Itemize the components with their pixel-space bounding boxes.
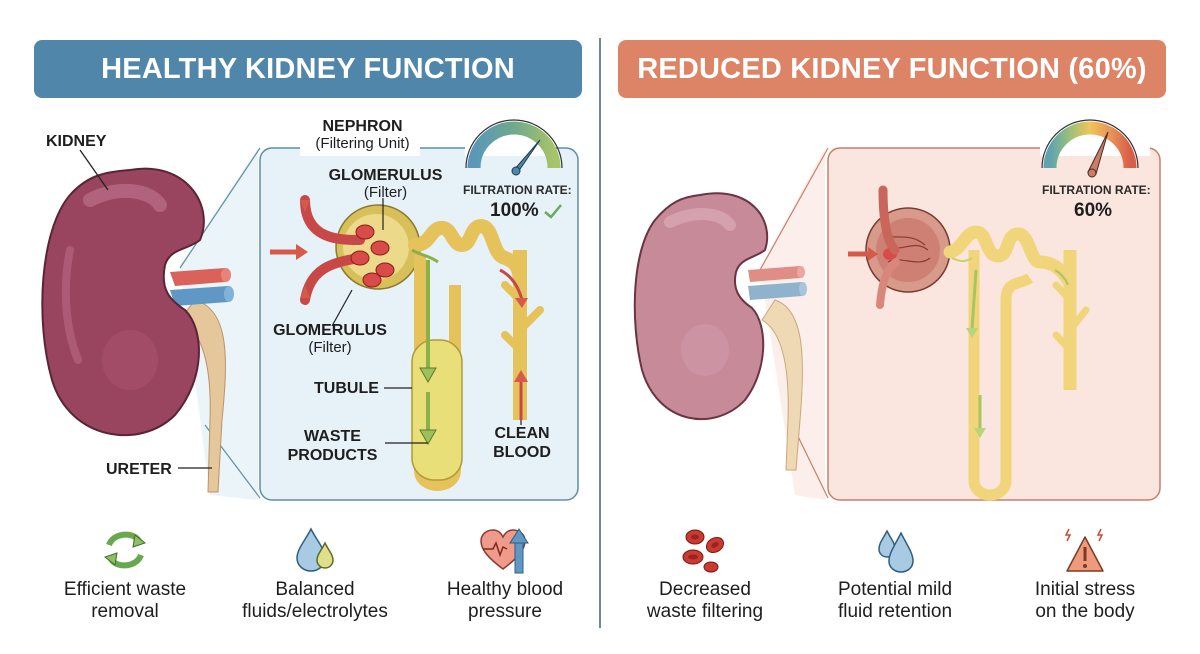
effect-line2: on the body [1035, 601, 1135, 622]
reduced-title-banner: REDUCED KIDNEY FUNCTION (60%) [618, 40, 1166, 98]
glomerulus-bottom-label: GLOMERULUS [273, 322, 387, 339]
recycle-arrows-icon [103, 531, 147, 569]
reduced-filtration-rate-value: 60% [1074, 200, 1113, 221]
healthy-kidney-illustration [41, 119, 579, 501]
benefit-item: Healthy blood pressure [415, 525, 595, 623]
effect-item: Decreased waste filtering [615, 525, 795, 623]
benefit-line1: Balanced [275, 579, 355, 600]
clean-blood-label-line2: BLOOD [493, 444, 551, 461]
effect-line1: Initial stress [1034, 579, 1136, 600]
healthy-title: HEALTHY KIDNEY FUNCTION [101, 52, 515, 85]
benefit-line2: removal [91, 601, 159, 622]
healthy-title-banner: HEALTHY KIDNEY FUNCTION [34, 40, 582, 98]
benefit-line1: Efficient waste [63, 579, 187, 600]
benefit-item: Efficient waste removal [35, 525, 215, 623]
nephron-sublabel: (Filtering Unit) [315, 135, 410, 152]
effect-line1: Decreased [659, 579, 751, 600]
heart-pressure-up-icon [480, 528, 529, 574]
effect-item: Potential mild fluid retention [805, 525, 985, 623]
tubule-label: TUBULE [314, 380, 379, 397]
panel-divider [599, 38, 601, 628]
effect-item: Initial stress on the body [995, 525, 1175, 623]
water-drops-icon [878, 529, 914, 573]
waste-products-label-line1: WASTE [304, 428, 361, 445]
benefit-line2: pressure [468, 601, 542, 622]
reduced-effects: Decreased waste filtering Potential mild… [615, 525, 1175, 623]
benefit-line2: fluids/electrolytes [242, 601, 388, 622]
checkmark-icon [543, 204, 562, 219]
warning-triangle-icon [1064, 528, 1104, 572]
effect-line2: fluid retention [837, 601, 953, 622]
glomerulus-bottom-sublabel: (Filter) [308, 339, 352, 356]
reduced-filtration-rate-label: FILTRATION RATE: [1042, 183, 1151, 197]
effect-line2: waste filtering [646, 601, 764, 622]
reduced-kidney-illustration [633, 119, 1161, 501]
red-blood-cells-icon [682, 529, 725, 573]
healthy-panel: HEALTHY KIDNEY FUNCTION [34, 40, 595, 623]
healthy-benefits: Efficient waste removal Balanced fluids/… [35, 525, 595, 623]
ureter-label: URETER [106, 461, 172, 478]
reduced-panel: REDUCED KIDNEY FUNCTION (60%) [600, 0, 1200, 654]
nephron-label: NEPHRON [322, 118, 403, 135]
glomerulus-top-label: GLOMERULUS [328, 167, 443, 184]
water-drops-icon [296, 527, 334, 572]
healthy-filtration-rate: 100% [490, 200, 563, 222]
reduced-title: REDUCED KIDNEY FUNCTION (60%) [637, 52, 1147, 85]
healthy-filtration-rate-label: FILTRATION RATE: [463, 183, 572, 197]
benefit-item: Balanced fluids/electrolytes [225, 525, 405, 623]
healthy-filtration-rate-value: 100% [490, 200, 539, 221]
glomerulus-top-sublabel: (Filter) [363, 184, 408, 201]
kidney-label: KIDNEY [46, 133, 107, 150]
waste-products-label-line2: PRODUCTS [287, 447, 378, 464]
clean-blood-label-line1: CLEAN [494, 425, 550, 442]
benefit-line1: Healthy blood [446, 579, 564, 600]
effect-line1: Potential mild [837, 579, 953, 600]
